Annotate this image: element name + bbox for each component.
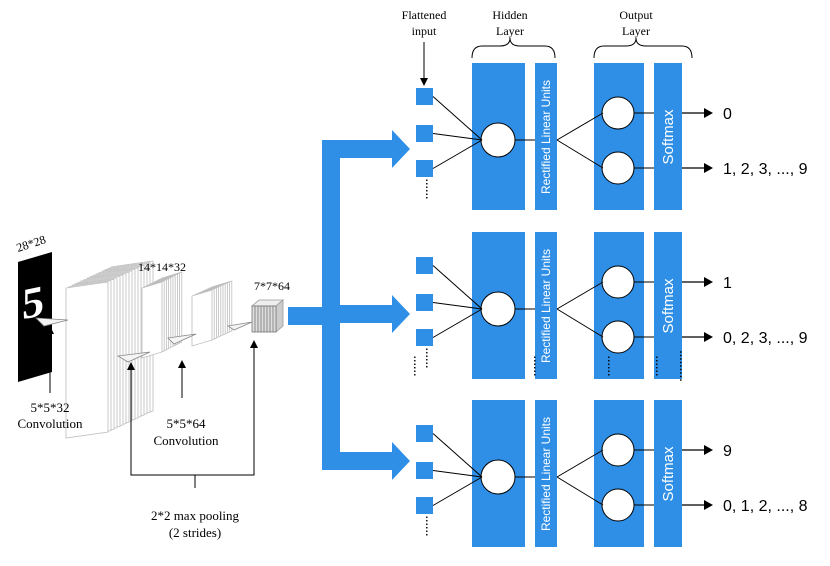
flattened-ellipsis: ...... [422,348,437,369]
svg-text:......: ...... [604,356,619,377]
softmax-label: Softmax [660,109,677,165]
conv2-feature-stack [141,271,183,359]
output-layer-box [594,63,644,210]
input-digit-glyph: 5 [22,275,44,329]
flattened-unit [416,125,433,142]
hidden-brace [471,37,556,59]
output-neuron [601,96,635,130]
softmax-label: Softmax [660,278,677,334]
output-neuron [601,488,635,522]
flattened-unit [416,294,433,311]
flattened-header: Flattened [402,8,447,22]
svg-text:......: ...... [530,356,545,377]
kernel-cones [34,317,253,363]
flattened-unit [416,462,433,479]
input-digit-image: 5 28*28 [15,232,52,382]
pooling-label: 2*2 max pooling [151,508,240,523]
output-label-top: 1 [723,275,732,292]
output-label-bottom: 0, 2, 3, ..., 9 [723,330,808,347]
relu-strip [535,232,557,379]
output-label-top: 9 [723,443,732,460]
svg-text:......: ...... [652,356,667,377]
output-label-bottom: 0, 1, 2, ..., 8 [723,498,808,515]
feature-map-sheet [141,281,163,359]
output-header-line2: Layer [622,24,650,38]
relu-label: Rectified Linear Units [539,80,553,194]
branch-1: ...... Rectified Linear Units Softmax 0 1, 2… [416,63,808,210]
branch-ellipsis: ...... ...... ...... ...... ......... [410,350,691,382]
branch-3: ...... Rectified Linear Units Softmax 9 0, 1… [416,400,808,547]
flattened-header-line2: input [412,24,437,38]
softmax-strip [654,232,682,379]
softmax-strip [654,400,682,547]
flattened-unit [416,497,433,514]
flattened-unit [416,88,433,105]
conv2-size-label: 7*7*64 [254,279,290,293]
flattened-ellipsis: ...... [422,179,437,200]
svg-text:.........: ......... [676,350,691,382]
annotation-lines [46,326,258,488]
output-neuron [601,151,635,185]
relu-label: Rectified Linear Units [539,249,553,363]
fork-arrow [288,130,410,480]
softmax-strip [654,63,682,210]
hidden-neuron [480,459,516,495]
output-label-bottom: 1, 2, 3, ..., 9 [723,161,808,178]
output-layer-box [594,400,644,547]
flattened-ellipsis: ...... [422,516,437,537]
relu-label: Rectified Linear Units [539,417,553,531]
softmax-label: Softmax [660,446,677,502]
relu-strip [535,63,557,210]
hidden-neuron [480,291,516,327]
output-brace [593,37,693,59]
conv1-kernel-label: 5*5*32 [31,400,70,415]
flattened-unit [416,160,433,177]
conv1-feature-stack [65,260,154,439]
input-size-label: 28*28 [15,232,48,255]
output-label-top: 0 [723,106,732,123]
pooling-stride-label: (2 strides) [169,525,221,540]
fork-arrow-head-top [392,130,410,168]
final-feature-cube [250,299,285,333]
conv1-type-label: Convolution [17,416,83,431]
conv2-kernel-label: 5*5*64 [167,416,207,431]
relu-strip [535,400,557,547]
conv2-type-label: Convolution [153,433,219,448]
hidden-header-line2: Layer [496,24,524,38]
fork-arrow-head-bottom [392,442,410,480]
output-layer-box [594,232,644,379]
flattened-unit [416,257,433,274]
feature-map-sheet [65,281,109,439]
hidden-header: Hidden [492,8,527,22]
output-header: Output [619,8,653,22]
hidden-neuron [480,122,516,158]
cnn-feature-extractor: 5 28*28 14*14*32 7* [15,232,290,540]
conv3-feature-stack [191,280,233,347]
svg-text:......: ...... [410,356,425,377]
feature-map-sheet [191,289,213,347]
input-image-plate [18,252,52,382]
conv1-size-label: 14*14*32 [138,260,186,274]
flattened-unit [416,329,433,346]
output-neuron [601,320,635,354]
output-neuron [601,433,635,467]
column-headers: Flattened input Hidden Layer Output Laye… [402,8,693,86]
flattened-unit [416,425,433,442]
output-neuron [601,265,635,299]
fork-arrow-head-middle [392,295,410,333]
